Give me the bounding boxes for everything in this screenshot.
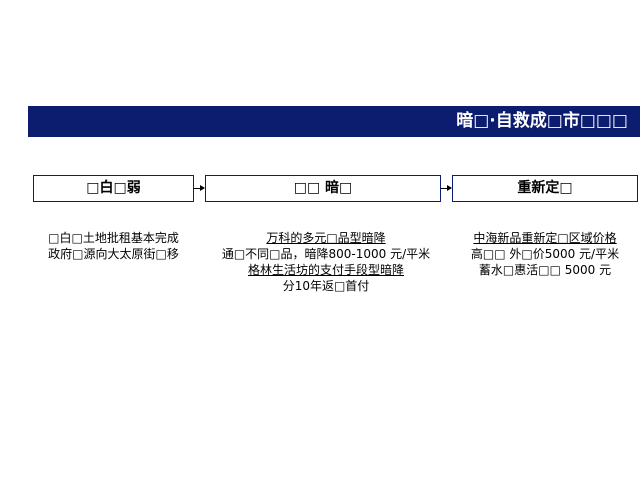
stage-box-1: □白□弱 <box>33 175 194 202</box>
description-heading: 中海新品重新定□区域价格 <box>473 231 617 245</box>
description-line: 通□不同□品，暗降800-1000 元/平米 <box>221 247 431 261</box>
description-heading: 格林生活坊的支付手段型暗降 <box>247 263 404 277</box>
stage-1-description: □白□土地批租基本完成 政府□源向大太原街□移 <box>33 230 194 262</box>
description-heading: 万科的多元□品型暗降 <box>266 231 386 245</box>
description-line: 蓄水□惠活□□ 5000 元 <box>478 263 612 277</box>
page-title-bar: 暗□·自救成□市□□□ <box>28 106 640 137</box>
description-line: □白□土地批租基本完成 <box>48 231 179 245</box>
page-title: 暗□·自救成□市□□□ <box>456 111 628 131</box>
stage-box-3: 重新定□ <box>452 175 638 202</box>
stage-label-2: □□ 暗□ <box>293 180 353 196</box>
arrow-connector-2 <box>441 185 452 191</box>
description-line: 高□□ 外□价5000 元/平米 <box>470 247 620 261</box>
description-line: 分10年返□首付 <box>282 279 370 293</box>
stage-label-1: □白□弱 <box>86 180 141 196</box>
stage-2-description: 万科的多元□品型暗降 通□不同□品，暗降800-1000 元/平米 格林生活坊的… <box>190 230 462 294</box>
stage-box-2: □□ 暗□ <box>205 175 441 202</box>
arrow-connector-1 <box>194 185 205 191</box>
stage-3-description: 中海新品重新定□区域价格 高□□ 外□价5000 元/平米 蓄水□惠活□□ 50… <box>452 230 638 278</box>
stage-label-3: 重新定□ <box>517 180 573 196</box>
description-line: 政府□源向大太原街□移 <box>48 247 179 261</box>
